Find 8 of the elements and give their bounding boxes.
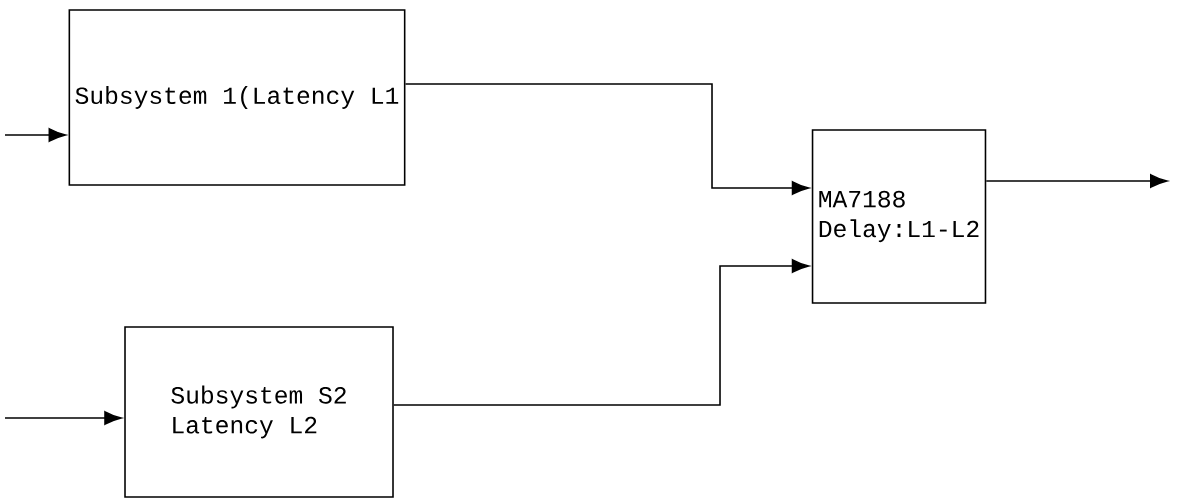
arrow (404, 83, 810, 195)
arrow (985, 174, 1168, 188)
arrow (4, 411, 122, 425)
arrow (393, 259, 810, 406)
arrow (4, 128, 67, 142)
process-box: Subsystem S2 Latency L2 (124, 326, 394, 498)
process-box: MA7188 Delay:L1-L2 (811, 129, 987, 304)
process-box: Subsystem 1(Latency L1 (68, 9, 406, 186)
